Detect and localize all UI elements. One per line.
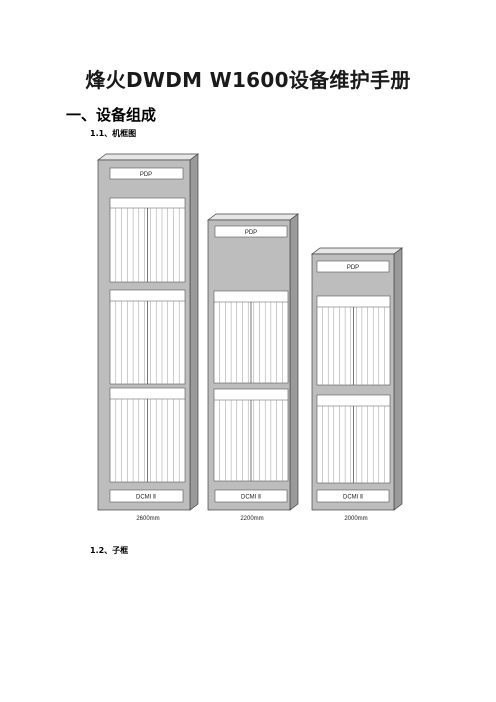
subrack — [213, 290, 289, 384]
subsection-heading-subrack: 1.2、子框 — [90, 546, 129, 555]
pdp-label: PDP — [245, 230, 257, 236]
subrack — [109, 387, 186, 483]
rack-diagram-figure: PDP — [96, 153, 404, 522]
section-heading-equipment-composition: 一、设备组成 — [66, 106, 157, 124]
subrack — [213, 388, 289, 482]
subrack — [109, 197, 186, 283]
rack-height-label: 2000mm — [344, 516, 367, 522]
dcm-panel — [316, 489, 390, 503]
pdp-panel — [109, 167, 184, 180]
dcm-panel — [214, 489, 288, 503]
subrack — [316, 394, 391, 484]
rack-height-label: 2600mm — [136, 516, 159, 522]
rack-2000: PDP — [310, 247, 404, 522]
subsection-heading-rack-diagram: 1.1、机框图 — [90, 129, 137, 138]
pdp-label: PDP — [140, 172, 152, 178]
dcm-label: DCMI Ⅱ — [241, 495, 261, 501]
rack-height-label: 2200mm — [240, 516, 263, 522]
pdp-label: PDP — [347, 265, 359, 271]
subrack — [316, 295, 391, 386]
dcm-panel — [109, 489, 184, 503]
rack-2600: PDP — [96, 153, 200, 522]
dcm-label: DCMI Ⅱ — [343, 495, 363, 501]
document-title: 烽火DWDM W1600设备维护手册 — [85, 68, 411, 92]
subrack — [109, 289, 186, 385]
dcm-label: DCMI Ⅱ — [136, 495, 156, 501]
rack-2200: PDP — [206, 213, 300, 522]
pdp-panel — [214, 225, 288, 238]
pdp-panel — [316, 260, 390, 273]
